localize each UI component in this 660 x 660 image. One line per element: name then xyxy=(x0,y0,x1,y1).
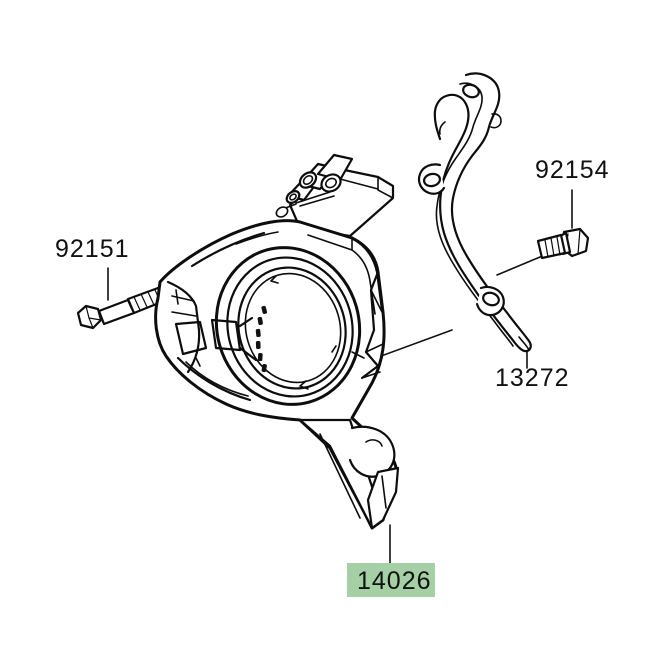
cover-boss-link-eye xyxy=(275,206,289,218)
cover-left-panel-edge xyxy=(166,280,201,374)
cover-right-rib-fold xyxy=(370,289,383,313)
cover-boss-mid-bore-inner xyxy=(302,175,314,185)
cover-ring-mark-right xyxy=(331,345,337,353)
cover-ring-inner2 xyxy=(244,272,342,384)
part-bolt-92154[interactable] xyxy=(536,227,590,260)
cover-ring-ticks xyxy=(255,305,268,373)
cover-boss-right-bore-inner xyxy=(324,177,338,189)
ring-tick xyxy=(255,340,261,350)
cover-right-rib xyxy=(360,270,380,380)
cover-left-panel-line2 xyxy=(171,311,197,317)
cover-bottom-left-edge2 xyxy=(185,361,249,397)
cover-lower-tip xyxy=(366,466,400,530)
bolt-92151-thread-3 xyxy=(147,291,155,306)
highlight-box-14026 xyxy=(347,563,435,597)
bracket-hole-bottom xyxy=(482,291,500,307)
ring-tick xyxy=(257,316,263,326)
cover-boss-link-bar2 xyxy=(299,195,335,207)
cover-left-pocket-1 xyxy=(174,320,208,356)
part-cover-14026[interactable] xyxy=(154,153,400,530)
bracket-hole-middle xyxy=(422,172,442,188)
cover-right-rib-fold2 xyxy=(365,343,384,353)
cover-bottom-left-tick xyxy=(195,357,201,367)
cover-ring-mark-bottom xyxy=(299,380,309,390)
bracket-tail-edge xyxy=(518,336,530,351)
cover-upper-left-edge2 xyxy=(235,231,279,245)
ring-tick xyxy=(257,352,263,362)
cover-left-pocket-2 xyxy=(210,318,242,352)
label-92154[interactable]: 92154 xyxy=(535,156,610,184)
cover-ring-right-notch xyxy=(351,351,365,359)
bolt-92154-head-facet2 xyxy=(577,228,581,255)
bolt-92154-thread-3 xyxy=(556,236,561,256)
bolt-92151-shank xyxy=(97,298,136,326)
bolt-92154-thread-1 xyxy=(544,239,549,258)
label-14026[interactable]: 14026 xyxy=(357,567,432,595)
bolt-92151-head-facet2 xyxy=(88,317,102,321)
label-92151[interactable]: 92151 xyxy=(55,235,130,263)
ring-tick xyxy=(255,328,261,338)
cover-left-rib-a xyxy=(238,316,254,328)
part-bracket-13272[interactable] xyxy=(417,72,532,353)
leader-cover-pointer xyxy=(372,329,453,360)
cover-ring-mark-top xyxy=(270,275,279,284)
cover-lower-boss xyxy=(348,425,396,478)
bracket-hole-top xyxy=(462,83,480,99)
cover-lower-leg-crease xyxy=(319,433,361,519)
label-13272[interactable]: 13272 xyxy=(495,364,570,392)
bolt-92151-head xyxy=(76,304,103,330)
ring-tick xyxy=(261,363,267,373)
bolt-92154-thread-2 xyxy=(550,237,555,257)
cover-lower-tip-crease xyxy=(381,475,387,509)
cover-lower-boss-detail xyxy=(365,439,383,447)
bracket-notch xyxy=(438,121,446,135)
cover-upper-left-edge xyxy=(190,231,266,268)
cover-bottom-left-edge xyxy=(176,356,252,402)
bolt-92151-thread-2 xyxy=(140,293,148,308)
cover-ring-inner xyxy=(237,266,347,390)
cover-left-panel-line1 xyxy=(171,295,195,302)
bracket-upper-nib xyxy=(490,113,502,129)
bolt-92151-thread-1 xyxy=(133,296,141,311)
cover-top-flange-edge xyxy=(377,176,394,199)
ring-tick xyxy=(261,305,268,315)
cover-boss-left-bore-inner xyxy=(289,193,297,201)
cover-ring-mid xyxy=(226,256,354,398)
cover-boss-link-bar xyxy=(295,191,331,204)
cover-right-rib-fold3 xyxy=(361,371,381,379)
cover-left-rib-b xyxy=(238,346,258,362)
